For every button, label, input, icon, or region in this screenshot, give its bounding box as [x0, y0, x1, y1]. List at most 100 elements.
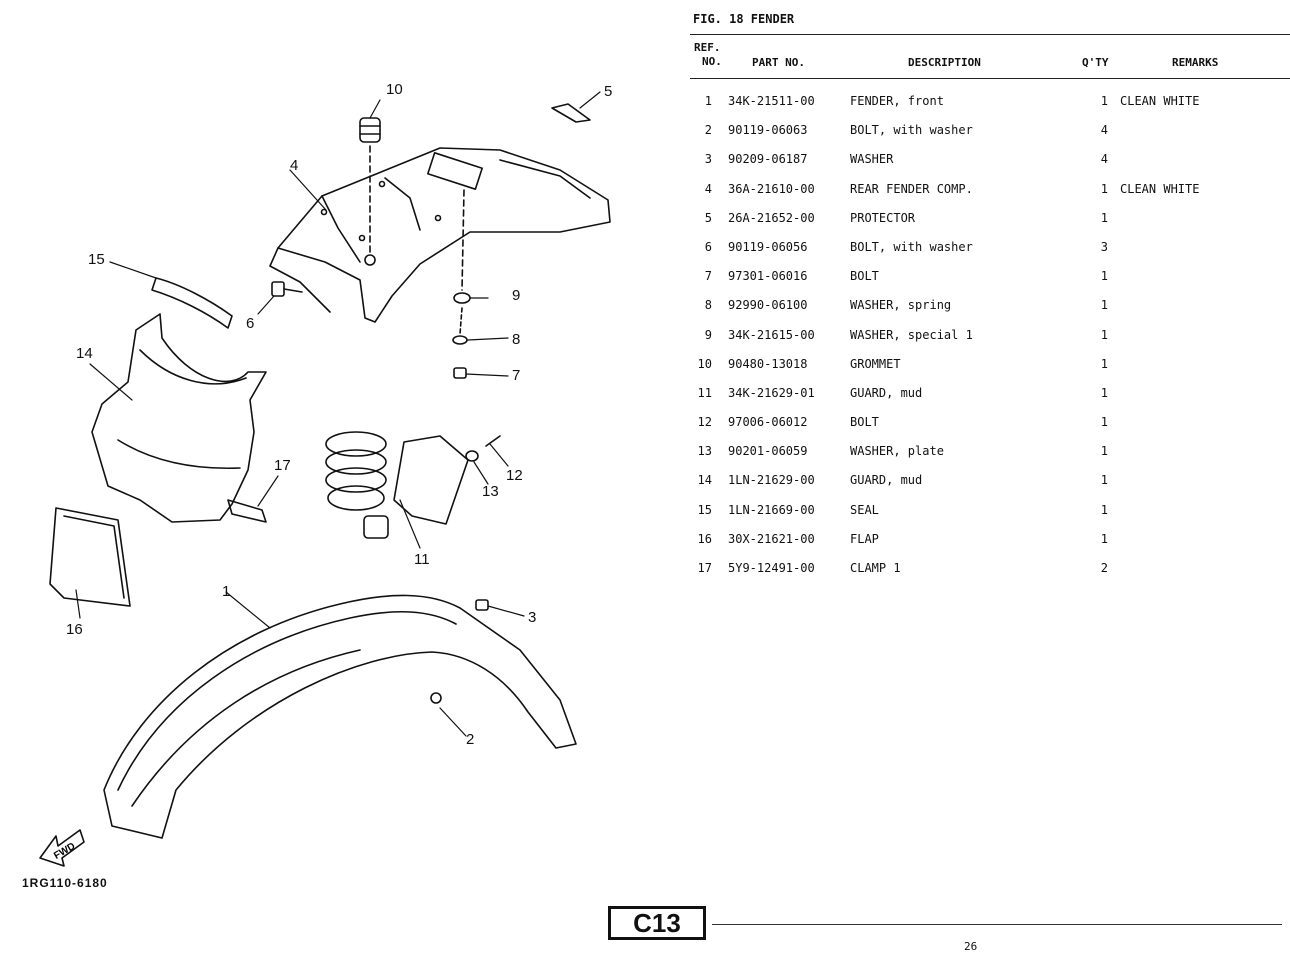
qty-cell: 1	[1100, 356, 1108, 371]
fwd-arrow	[39, 829, 85, 867]
table-row: 16 30X-21621-00 FLAP 1	[690, 524, 1290, 553]
table-row: 17 5Y9-12491-00 CLAMP 1 2	[690, 553, 1290, 582]
callout-8: 8	[512, 331, 520, 348]
description-cell: GROMMET	[850, 356, 901, 371]
qty-cell: 4	[1100, 123, 1108, 138]
qty-cell: 2	[1100, 561, 1108, 575]
description-cell: WASHER	[850, 152, 894, 167]
description-cell: GUARD, mud	[850, 473, 923, 488]
callout-17: 17	[274, 457, 291, 474]
callout-16: 16	[66, 621, 83, 638]
description-cell: PROTECTOR	[850, 210, 916, 225]
qty-cell: 3	[1100, 239, 1108, 254]
ref-cell: 10	[697, 356, 712, 371]
bolt-drawing	[271, 281, 303, 297]
hardware-stack-drawing	[452, 189, 471, 379]
callout-5: 5	[604, 83, 612, 100]
ref-cell: 3	[704, 152, 712, 167]
part-no-cell: 97301-06016	[728, 269, 808, 284]
header-rule-bottom	[690, 78, 1290, 79]
diagram-code: 1RG110-6180	[22, 876, 108, 890]
description-cell: FENDER, front	[850, 94, 944, 108]
description-cell: BOLT	[850, 269, 879, 284]
ref-cell: 1	[704, 94, 712, 108]
description-cell: WASHER, special 1	[850, 327, 973, 342]
callout-4: 4	[290, 157, 298, 174]
part-no-cell: 5Y9-12491-00	[728, 561, 815, 575]
rear-mud-guard-drawing	[325, 431, 501, 539]
description-cell: FLAP	[850, 531, 879, 546]
callout-1: 1	[222, 583, 230, 600]
flap-drawing	[49, 507, 131, 607]
part-no-cell: 97006-06012	[728, 415, 808, 430]
description-cell: CLAMP 1	[850, 561, 901, 575]
description-cell: WASHER, plate	[850, 444, 944, 459]
description-cell: SEAL	[850, 502, 879, 517]
part-no-cell: 26A-21652-00	[728, 210, 815, 225]
seal-drawing	[151, 277, 233, 329]
part-no-cell: 30X-21621-00	[728, 531, 815, 546]
callout-3: 3	[528, 609, 536, 626]
exploded-view-diagram: 10 5 4 15 6 9 8 7 14 17 12 13 11 16 1 3 …	[39, 81, 612, 867]
protector-drawing	[551, 103, 591, 123]
remarks-cell: CLEAN WHITE	[1120, 94, 1200, 108]
qty-cell: 1	[1100, 94, 1108, 108]
part-no-cell: 90119-06063	[728, 123, 808, 138]
part-no-header: PART NO.	[752, 56, 805, 69]
description-cell: BOLT	[850, 415, 879, 430]
description-cell: BOLT, with washer	[850, 239, 973, 254]
description-cell: GUARD, mud	[850, 385, 923, 400]
part-no-cell: 90480-13018	[728, 356, 808, 371]
qty-cell: 1	[1100, 444, 1108, 459]
part-no-cell: 1LN-21669-00	[728, 502, 815, 517]
front-fender-drawing	[103, 594, 577, 839]
fwd-label: FWD	[52, 841, 77, 862]
qty-cell: 1	[1100, 502, 1108, 517]
qty-cell: 1	[1100, 210, 1108, 225]
qty-cell: 1	[1100, 415, 1108, 430]
ref-no-header: REF. NO.	[694, 41, 722, 69]
remarks-header: REMARKS	[1172, 56, 1219, 69]
clamp-drawing	[227, 499, 267, 523]
part-no-cell: 92990-06100	[728, 298, 808, 313]
callout-7: 7	[512, 367, 520, 384]
ref-cell: 14	[697, 473, 712, 488]
callout-6: 6	[246, 315, 254, 332]
header-rule-top	[690, 34, 1290, 35]
callout-11: 11	[414, 551, 430, 568]
ref-cell: 8	[704, 298, 712, 313]
figure-title: FIG. 18 FENDER	[693, 12, 795, 26]
description-header: DESCRIPTION	[908, 56, 981, 69]
ref-cell: 13	[697, 444, 712, 459]
table-row: 10 90480-13018 GROMMET 1	[690, 349, 1290, 378]
ref-cell: 7	[704, 269, 712, 284]
qty-cell: 1	[1100, 298, 1108, 313]
part-no-cell: 90119-06056	[728, 239, 808, 254]
qty-cell: 1	[1100, 531, 1108, 546]
description-cell: REAR FENDER COMP.	[850, 181, 973, 196]
callout-13: 13	[482, 483, 499, 500]
parts-table: 1 34K-21511-00 FENDER, front 1 CLEAN WHITE 2 9…	[690, 86, 1290, 582]
ref-cell: 16	[697, 531, 712, 546]
callout-12: 12	[506, 467, 523, 484]
part-no-cell: 34K-21511-00	[728, 94, 815, 108]
page-code-box: C13	[608, 906, 706, 940]
callout-10: 10	[386, 81, 403, 98]
ref-cell: 5	[704, 210, 712, 225]
description-cell: BOLT, with washer	[850, 123, 973, 138]
ref-header-label: REF.	[694, 41, 721, 54]
part-no-cell: 34K-21629-01	[728, 385, 815, 400]
callout-14: 14	[76, 345, 93, 362]
page-number: 26	[964, 940, 978, 953]
ref-cell: 17	[697, 561, 712, 575]
